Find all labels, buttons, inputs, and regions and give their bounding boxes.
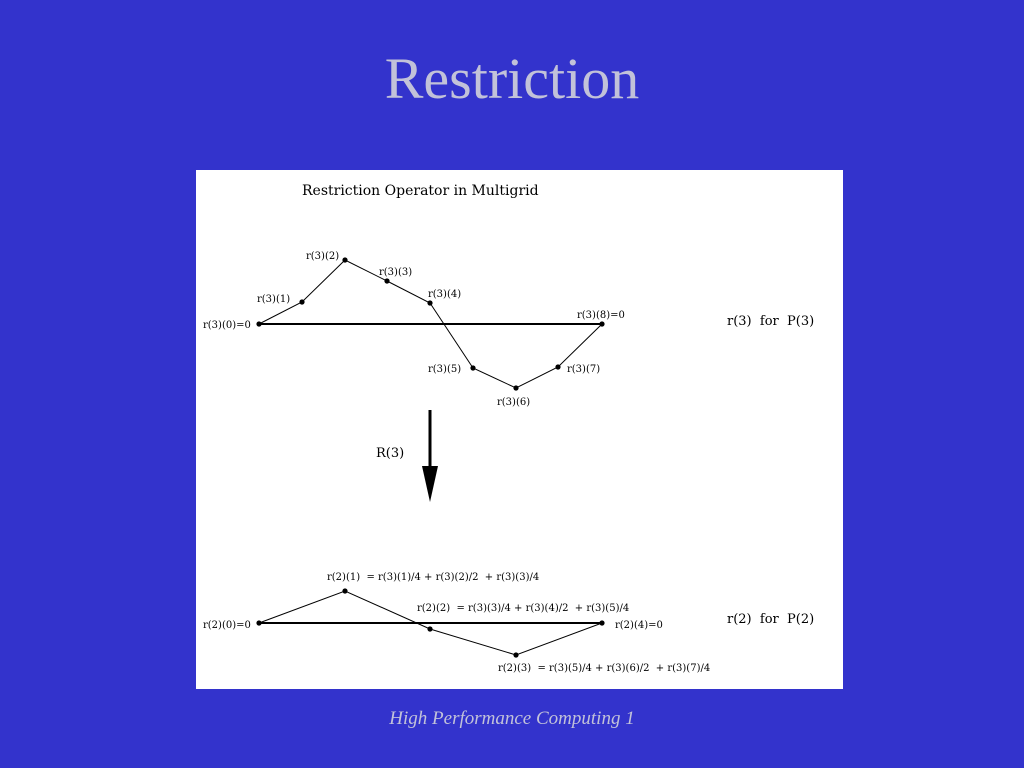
fine-label-1: r(3)(1) (257, 294, 290, 305)
coarse-label-3: r(2)(3) = r(3)(5)/4 + r(3)(6)/2 + r(3)(7… (498, 663, 710, 674)
fine-point-6 (513, 385, 519, 391)
fine-label-6: r(3)(6) (497, 397, 530, 408)
fine-point-4 (427, 300, 433, 306)
slide-footer: High Performance Computing 1 (389, 708, 635, 729)
coarse-point-4 (599, 620, 605, 626)
figure-heading: Restriction Operator in Multigrid (302, 183, 539, 199)
coarse-grid-caption: r(2) for P(2) (727, 612, 814, 627)
fine-grid-caption: r(3) for P(3) (727, 314, 814, 329)
slide-title: Restriction (384, 46, 640, 111)
coarse-point-1 (342, 588, 348, 594)
coarse-label-1: r(2)(1) = r(3)(1)/4 + r(3)(2)/2 + r(3)(3… (327, 572, 539, 583)
fine-point-3 (384, 278, 390, 284)
coarse-point-2 (427, 626, 433, 632)
coarse-label-4: r(2)(4)=0 (615, 620, 663, 631)
restriction-diagram: Restriction Operator in Multigrid r(3)(0… (203, 183, 814, 674)
coarse-point-3 (513, 652, 519, 658)
fine-point-1 (299, 299, 305, 305)
restriction-arrow-label: R(3) (376, 446, 404, 461)
fine-point-0 (256, 321, 262, 327)
fine-label-3: r(3)(3) (379, 267, 412, 278)
fine-point-2 (342, 257, 348, 263)
fine-label-0: r(3)(0)=0 (203, 320, 251, 331)
restriction-arrow-head (422, 466, 438, 502)
fine-point-8 (599, 321, 605, 327)
fine-point-5 (470, 365, 476, 371)
fine-label-5: r(3)(5) (428, 364, 461, 375)
coarse-label-0: r(2)(0)=0 (203, 620, 251, 631)
coarse-point-0 (256, 620, 262, 626)
coarse-label-2: r(2)(2) = r(3)(3)/4 + r(3)(4)/2 + r(3)(5… (417, 603, 629, 614)
fine-label-2: r(3)(2) (306, 251, 339, 262)
fine-point-7 (555, 364, 561, 370)
fine-label-4: r(3)(4) (428, 289, 461, 300)
restriction-figure: Restriction Operator in Multigrid r(3)(0… (196, 170, 843, 689)
fine-label-8: r(3)(8)=0 (577, 310, 625, 321)
fine-label-7: r(3)(7) (567, 364, 600, 375)
